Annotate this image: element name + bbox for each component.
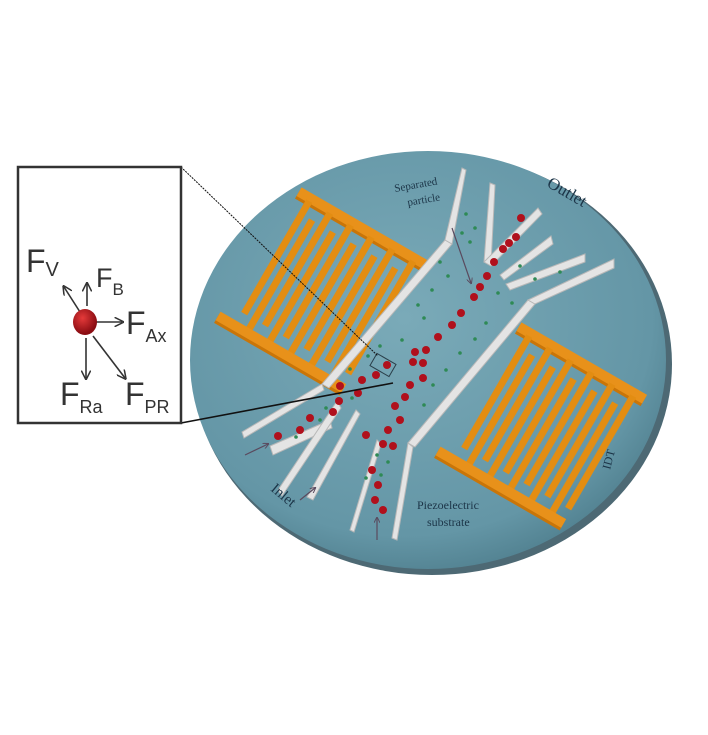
force-label-fpr: FPR <box>125 376 170 417</box>
particle-ball <box>73 309 97 335</box>
separated-particle-pointer <box>451 227 471 283</box>
small-particles <box>294 212 562 480</box>
microchannel-walls <box>241 167 615 541</box>
force-label-fra: FRa <box>60 376 104 417</box>
inlet-side-flow-arrow <box>244 444 268 456</box>
force-pr-arrow <box>92 335 125 378</box>
force-label-fax: FAx <box>126 305 167 346</box>
idt-bottom-right <box>434 322 648 531</box>
separated-particle-label-2: particle <box>406 191 441 209</box>
large-particles <box>274 214 525 514</box>
substrate-label-2: substrate <box>427 515 470 529</box>
force-inset: FV FB FAx FRa FPR <box>16 165 183 425</box>
force-label-fb: FB <box>96 263 124 299</box>
callout-lines <box>180 166 394 424</box>
inlet-arrow <box>299 488 315 501</box>
substrate-label-1: Piezoelectric <box>417 498 479 512</box>
force-label-fv: FV <box>26 243 60 281</box>
force-v-arrow <box>64 287 81 313</box>
flow-arrows <box>244 227 471 540</box>
zoom-region-box <box>369 352 397 378</box>
idt-label: IDT <box>599 447 618 471</box>
